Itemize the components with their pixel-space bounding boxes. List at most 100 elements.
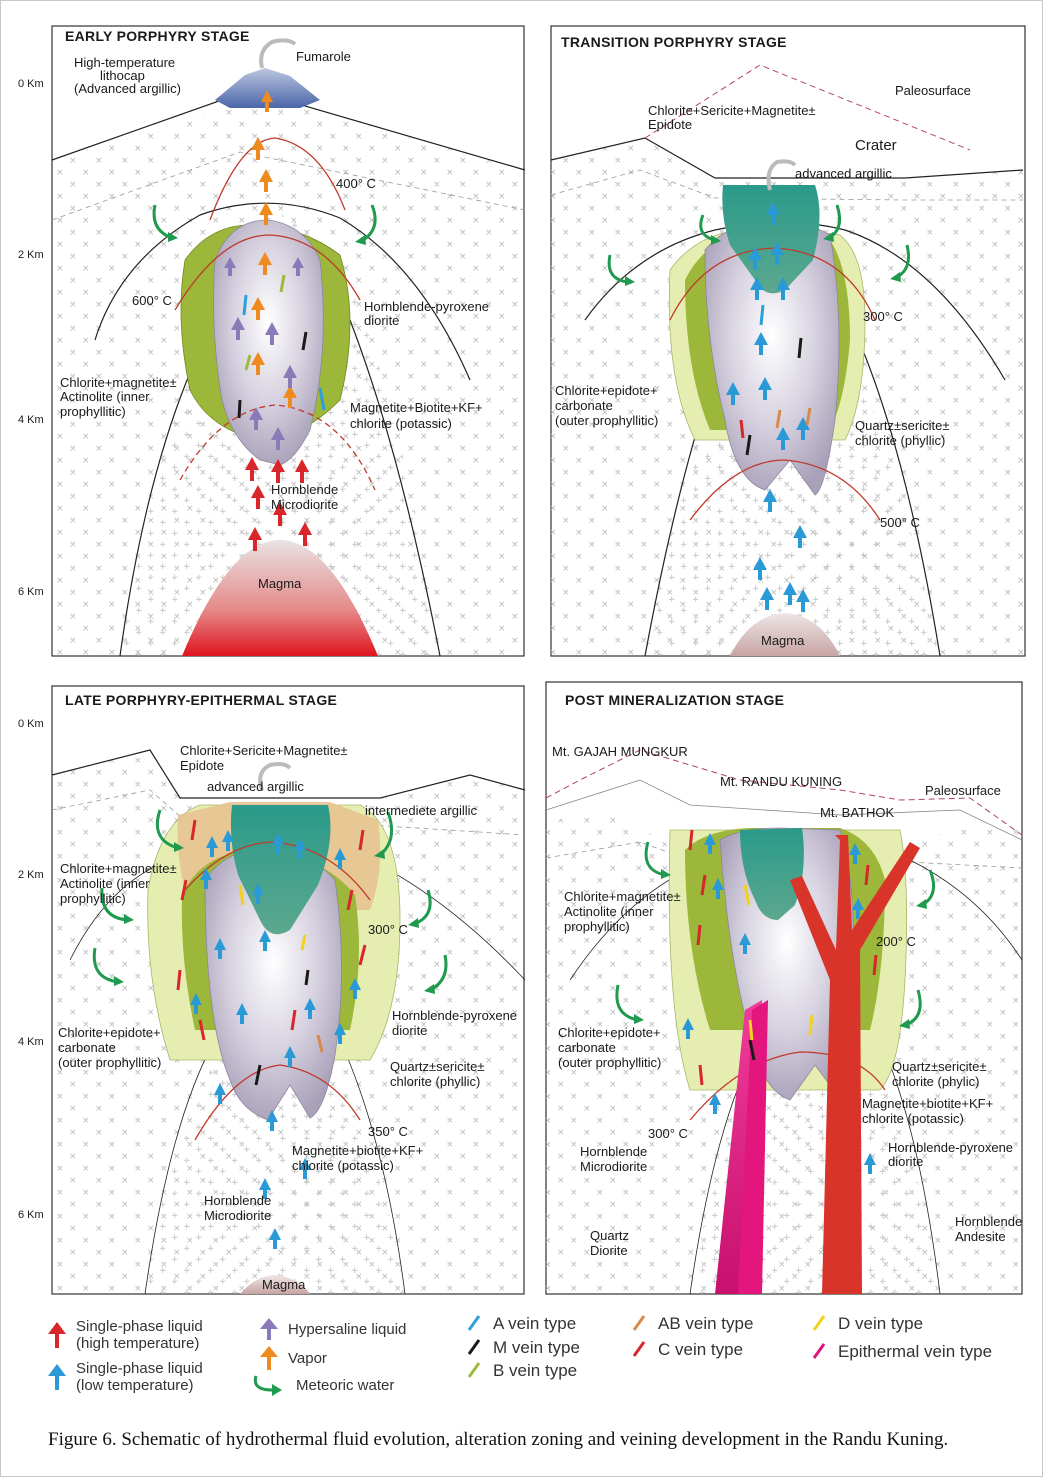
depth-label: 0 Km	[18, 78, 44, 90]
purple-arrow-icon	[260, 1318, 278, 1340]
transition-stage-panel: TRANSITION PORPHYRY STAGE Chlorite+Seric…	[545, 20, 1035, 660]
label-hbl-px-diorite: diorite	[888, 1154, 923, 1169]
label-paleosurface: Paleosurface	[925, 783, 1001, 798]
label-mt-bathok: Mt. BATHOK	[820, 805, 894, 820]
label-magma: Magma	[262, 1277, 306, 1292]
label-inner-prophyllitic: prophyllitic)	[60, 404, 126, 419]
b-vein-swatch	[465, 1361, 483, 1379]
label-isotherm: 300° C	[368, 922, 408, 937]
label-inner-prophyllitic: Actinolite (inner	[60, 389, 150, 404]
label-potassic: Magnetite+biotite+KF+	[862, 1096, 993, 1111]
depth-label: 4 Km	[18, 414, 44, 426]
depth-label: 6 Km	[18, 586, 44, 598]
epithermal-vein-swatch	[810, 1342, 828, 1360]
blue-arrow-icon	[48, 1364, 66, 1390]
legend-meteoric: Meteoric water	[250, 1374, 394, 1396]
label-inner-prophyllitic: Chlorite+magnetite±	[60, 861, 177, 876]
depth-label: 2 Km	[18, 249, 44, 261]
label-phyllic: Quartz±sericite±	[855, 418, 949, 433]
label-chl-ser: Chlorite+Sericite+Magnetite±	[180, 743, 348, 758]
label-phyllic: chlorite (phyllic)	[390, 1074, 480, 1089]
panel-title: LATE PORPHYRY-EPITHERMAL STAGE	[65, 692, 337, 708]
legend-c-vein: C vein type	[630, 1340, 743, 1358]
label-outer-prophyllitic: carbonate	[58, 1040, 116, 1055]
label-chl-ser: Epidote	[648, 117, 692, 132]
label-outer-prophyllitic: carbonate	[555, 398, 613, 413]
label-inner-prophyllitic: Chlorite+magnetite±	[564, 889, 681, 904]
panel-title: POST MINERALIZATION STAGE	[565, 692, 784, 708]
label-inner-prophyllitic: prophyllitic)	[60, 891, 126, 906]
legend-ab-vein: AB vein type	[630, 1314, 753, 1332]
label-outer-prophyllitic: carbonate	[558, 1040, 616, 1055]
legend-vapor: Vapor	[260, 1346, 327, 1370]
orange-arrow-icon	[260, 1346, 278, 1370]
label-phyllic: chlorite (phyllic)	[855, 433, 945, 448]
label-isotherm: 300° C	[863, 309, 903, 324]
post-stage-panel: POST MINERALIZATION STAGE Mt. GAJAH MUNG…	[540, 680, 1035, 1300]
label-potassic: chlorite (potassic)	[292, 1158, 394, 1173]
label-hbl-microdiorite: Microdiorite	[271, 497, 338, 512]
label-hbl-px-diorite: diorite	[364, 313, 399, 328]
label-phyllic: chlorite (phylic)	[892, 1074, 979, 1089]
label-lithocap: (Advanced argillic)	[74, 81, 181, 96]
label-hbl-px-diorite: Hornblende-pyroxene	[392, 1008, 517, 1023]
label-advanced-argillic: advanced argillic	[795, 166, 892, 181]
label-outer-prophyllitic: Chlorite+epidote+	[555, 383, 658, 398]
legend-hypersaline: Hypersaline liquid	[260, 1318, 406, 1340]
legend-epithermal-vein: Epithermal vein type	[810, 1342, 992, 1360]
label-mt-randu-kuning: Mt. RANDU KUNING	[720, 774, 842, 789]
label-quartz-diorite: Diorite	[590, 1243, 628, 1258]
label-paleosurface: Paleosurface	[895, 83, 971, 98]
legend-d-vein: D vein type	[810, 1314, 923, 1332]
label-chl-ser: Chlorite+Sericite+Magnetite±	[648, 103, 816, 118]
label-hbl-microdiorite: Microdiorite	[580, 1159, 647, 1174]
depth-label: 0 Km	[18, 718, 44, 730]
figure-caption: Figure 6. Schematic of hydrothermal flui…	[48, 1425, 1018, 1454]
label-mt-gajah-mungkur: Mt. GAJAH MUNGKUR	[552, 744, 688, 759]
label-outer-prophyllitic: (outer prophyllitic)	[58, 1055, 161, 1070]
late-stage-panel: LATE PORPHYRY-EPITHERMAL STAGE Chlorite+…	[0, 680, 530, 1300]
label-isotherm: 400° C	[336, 176, 376, 191]
label-crater: Crater	[855, 137, 897, 154]
d-vein-swatch	[810, 1314, 828, 1332]
legend-single-phase-low: Single-phase liquid(low temperature)	[48, 1360, 203, 1394]
depth-label: 4 Km	[18, 1036, 44, 1048]
panel-title: EARLY PORPHYRY STAGE	[65, 28, 250, 44]
label-potassic: Magnetite+Biotite+KF+	[350, 400, 483, 415]
m-vein-swatch	[465, 1338, 483, 1356]
curved-green-arrow-icon	[250, 1374, 286, 1396]
label-inner-prophyllitic: Chlorite+magnetite±	[60, 375, 177, 390]
label-hbl-microdiorite: Hornblende	[271, 482, 338, 497]
ab-vein-swatch	[630, 1314, 648, 1332]
label-isotherm: 350° C	[368, 1124, 408, 1139]
label-outer-prophyllitic: (outer prophyllitic)	[555, 413, 658, 428]
label-potassic: chlorite (potassic)	[862, 1111, 964, 1126]
label-chl-ser: Epidote	[180, 758, 224, 773]
c-vein-swatch	[630, 1340, 648, 1358]
label-outer-prophyllitic: Chlorite+epidote+	[58, 1025, 161, 1040]
label-magma: Magma	[258, 576, 302, 591]
label-inner-prophyllitic: prophyllitic)	[564, 919, 630, 934]
label-hbl-microdiorite: Hornblende	[204, 1193, 271, 1208]
label-potassic: Magnetite+biotite+KF+	[292, 1143, 423, 1158]
label-isotherm: 300° C	[648, 1126, 688, 1141]
label-potassic: chlorite (potassic)	[350, 416, 452, 431]
label-quartz-diorite: Quartz	[590, 1228, 629, 1243]
label-hbl-andesite: Andesite	[955, 1229, 1006, 1244]
label-phyllic: Quartz±sericite±	[390, 1059, 484, 1074]
early-stage-panel: EARLY PORPHYRY STAGE Fumarole High-tempe…	[0, 20, 530, 660]
label-isotherm: 200° C	[876, 934, 916, 949]
depth-label: 2 Km	[18, 869, 44, 881]
legend-a-vein: A vein type	[465, 1314, 576, 1332]
label-hbl-px-diorite: Hornblende-pyroxene	[364, 299, 489, 314]
label-fumarole: Fumarole	[296, 49, 351, 64]
legend: Single-phase liquid(high temperature) Si…	[40, 1310, 1040, 1410]
label-hbl-microdiorite: Microdiorite	[204, 1208, 271, 1223]
legend-b-vein: B vein type	[465, 1361, 577, 1379]
red-arrow-icon	[48, 1322, 66, 1348]
a-vein-swatch	[465, 1314, 483, 1332]
label-isotherm: 600° C	[132, 293, 172, 308]
label-intermediate-argillic: intermediete argillic	[365, 803, 477, 818]
label-magma: Magma	[761, 633, 805, 648]
label-inner-prophyllitic: Actinolite (inner	[60, 876, 150, 891]
